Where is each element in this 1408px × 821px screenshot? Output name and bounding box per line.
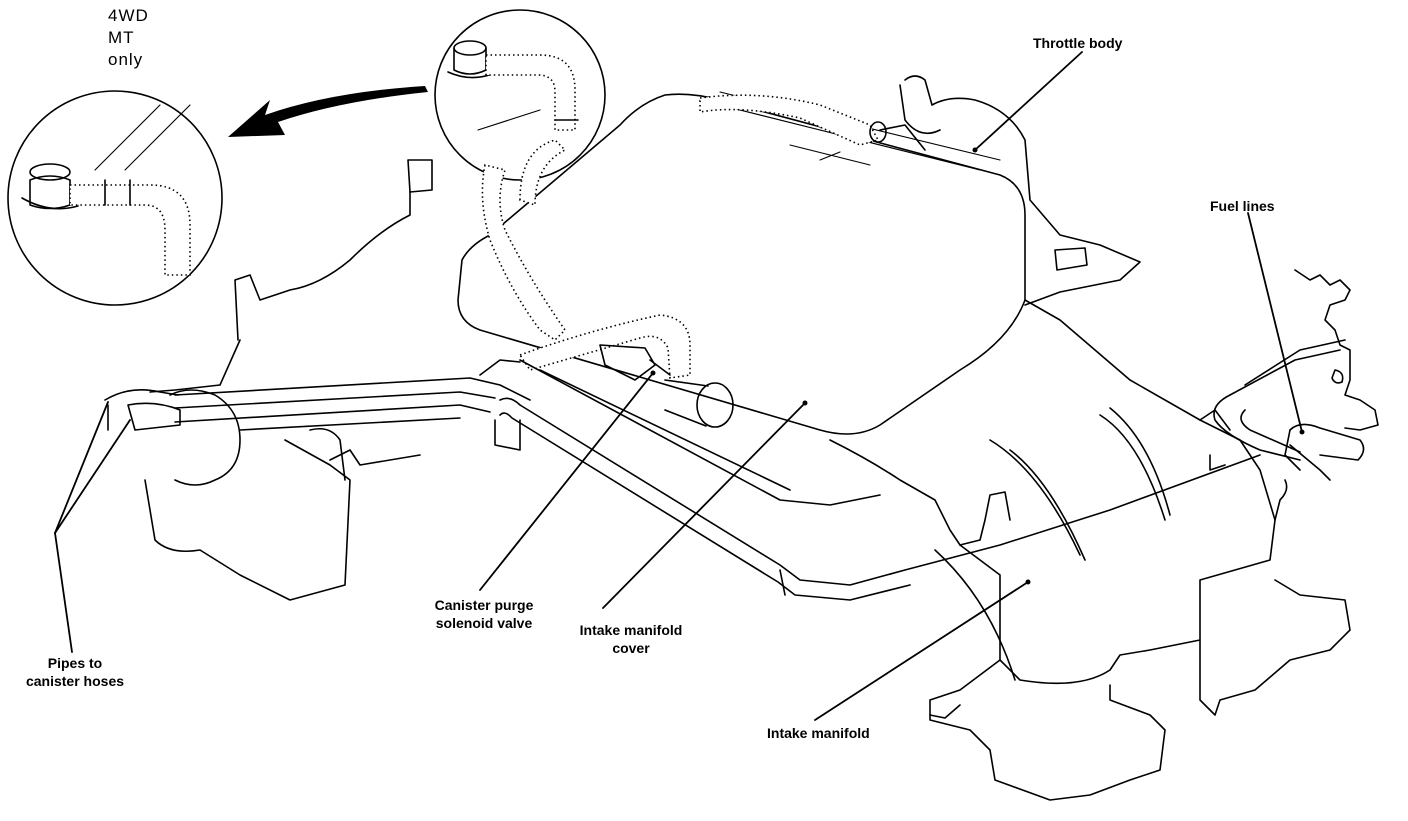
label-intake-cover-line-2: cover [612,640,650,656]
label-throttle-body: Throttle body [1033,35,1123,51]
leader-intake-cover [602,402,806,609]
detail-inset-top [434,9,606,181]
label-intake-cover-line-1: Intake manifold [579,622,683,638]
leader-intake-manifold [814,581,1029,721]
leader-lines [54,51,1305,721]
throttle-body [879,75,1141,306]
label-canister-purge-solenoid-valve: Canister purge solenoid valve [414,596,554,632]
leader-pipes-b [54,419,131,534]
long-pipes [499,359,1261,601]
engine-left-section [104,159,531,601]
detail-inset-left [7,90,223,306]
label-canister-purge-line-1: Canister purge [434,597,534,613]
top-hoses [481,94,887,342]
leader-fuel-lines [1247,212,1303,433]
label-intake-manifold-cover: Intake manifold cover [566,621,696,657]
label-fuel-lines: Fuel lines [1210,198,1275,214]
curved-arrow [228,86,428,137]
label-pipes-line-2: canister hoses [25,673,125,689]
note-line-1: 4WD [108,6,149,25]
canister-purge-solenoid-valve [518,314,734,428]
intake-manifold-cover [457,91,1026,435]
label-canister-purge-line-2: solenoid valve [435,615,533,631]
fuel-lines [1213,269,1379,481]
label-pipes-to-canister-hoses: Pipes to canister hoses [10,654,140,690]
label-intake-manifold: Intake manifold [767,725,870,741]
intake-manifold [829,299,1351,801]
note-line-3: only [108,50,144,69]
note-4wd-mt-only: 4WD MT only [108,5,149,71]
leader-pipes-shaft [54,532,73,653]
leader-throttle-body [974,51,1083,151]
leader-pipes-a [54,401,109,534]
leader-canister-purge [479,372,654,591]
note-line-2: MT [108,28,135,47]
label-pipes-line-1: Pipes to [47,655,103,671]
